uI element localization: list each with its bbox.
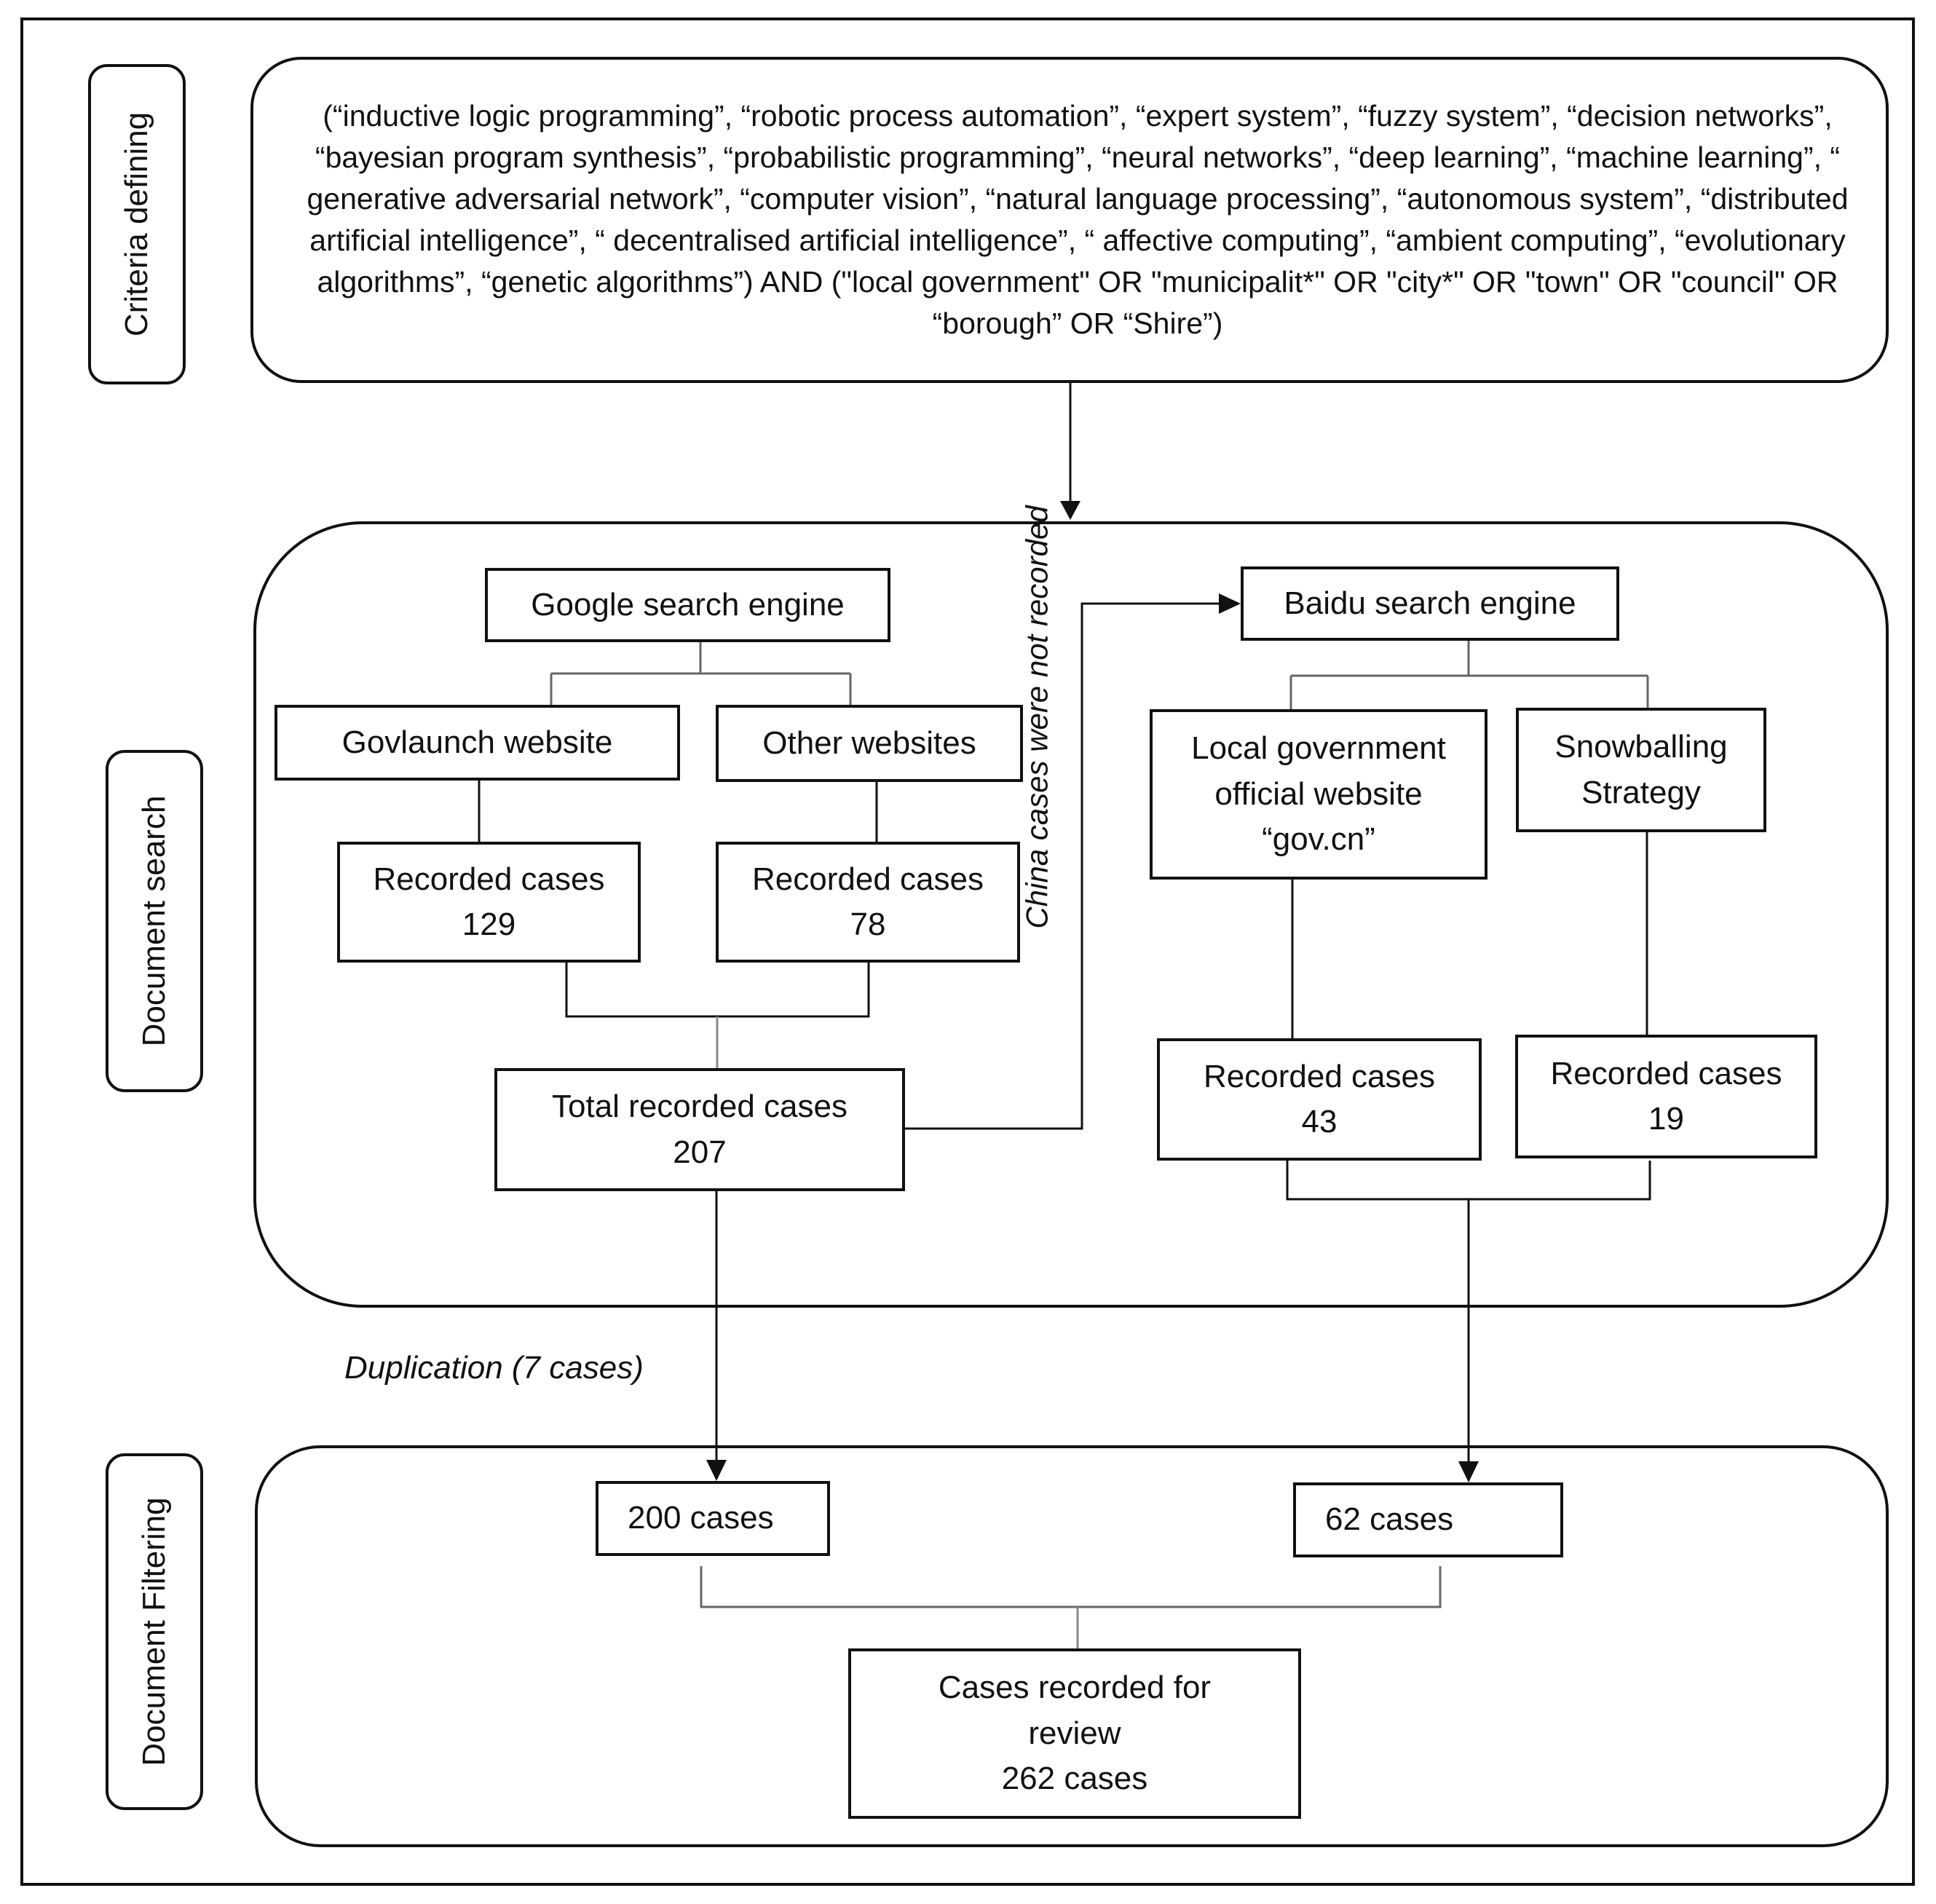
- other-websites-box: Other websites: [716, 705, 1023, 782]
- local-government-website-box: Local government official website “gov.c…: [1150, 709, 1487, 880]
- google-search-engine-box: Google search engine: [485, 568, 890, 642]
- local-government-recorded-cases: Recorded cases 43: [1157, 1038, 1482, 1161]
- criteria-query: (“inductive logic programming”, “robotic…: [307, 99, 1849, 340]
- baidu-merge: [1286, 1161, 1651, 1201]
- final-cases-for-review: Cases recorded for review 262 cases: [848, 1648, 1301, 1819]
- left-200-cases-box: 200 cases: [596, 1481, 830, 1556]
- arrowhead-criteria-to-search: [1060, 501, 1080, 520]
- arrow-china-path: [905, 602, 1228, 1130]
- outer-border: [20, 17, 1915, 1886]
- other-recorded-cases: Recorded cases 78: [716, 842, 1020, 963]
- china-note-text: China cases were not recorded: [1019, 505, 1054, 929]
- snowballing-recorded-cases: Recorded cases 19: [1515, 1035, 1817, 1158]
- total-recorded-cases: Total recorded cases 207: [494, 1068, 905, 1191]
- filtering-merge: [700, 1566, 1442, 1608]
- arrowhead-62: [1458, 1461, 1479, 1482]
- stage-label-filtering: Document Filtering: [106, 1453, 203, 1810]
- right-62-cases-box: 62 cases: [1293, 1482, 1563, 1557]
- criteria-panel: [250, 57, 1889, 383]
- baidu-branch: [1289, 641, 1649, 709]
- snowballing-strategy-box: Snowballing Strategy: [1516, 708, 1766, 832]
- stage-label-criteria: Criteria defining: [88, 64, 186, 384]
- arrowhead-200: [706, 1460, 727, 1481]
- google-merge: [565, 963, 870, 1018]
- arrowhead-baidu: [1219, 593, 1241, 614]
- google-branch: [550, 642, 852, 706]
- govlaunch-recorded-cases: Recorded cases 129: [337, 842, 641, 963]
- baidu-search-engine-box: Baidu search engine: [1241, 566, 1619, 641]
- stage-label-search: Document search: [106, 750, 203, 1092]
- govlaunch-website-box: Govlaunch website: [274, 705, 680, 781]
- duplication-note: Duplication (7 cases): [344, 1350, 644, 1386]
